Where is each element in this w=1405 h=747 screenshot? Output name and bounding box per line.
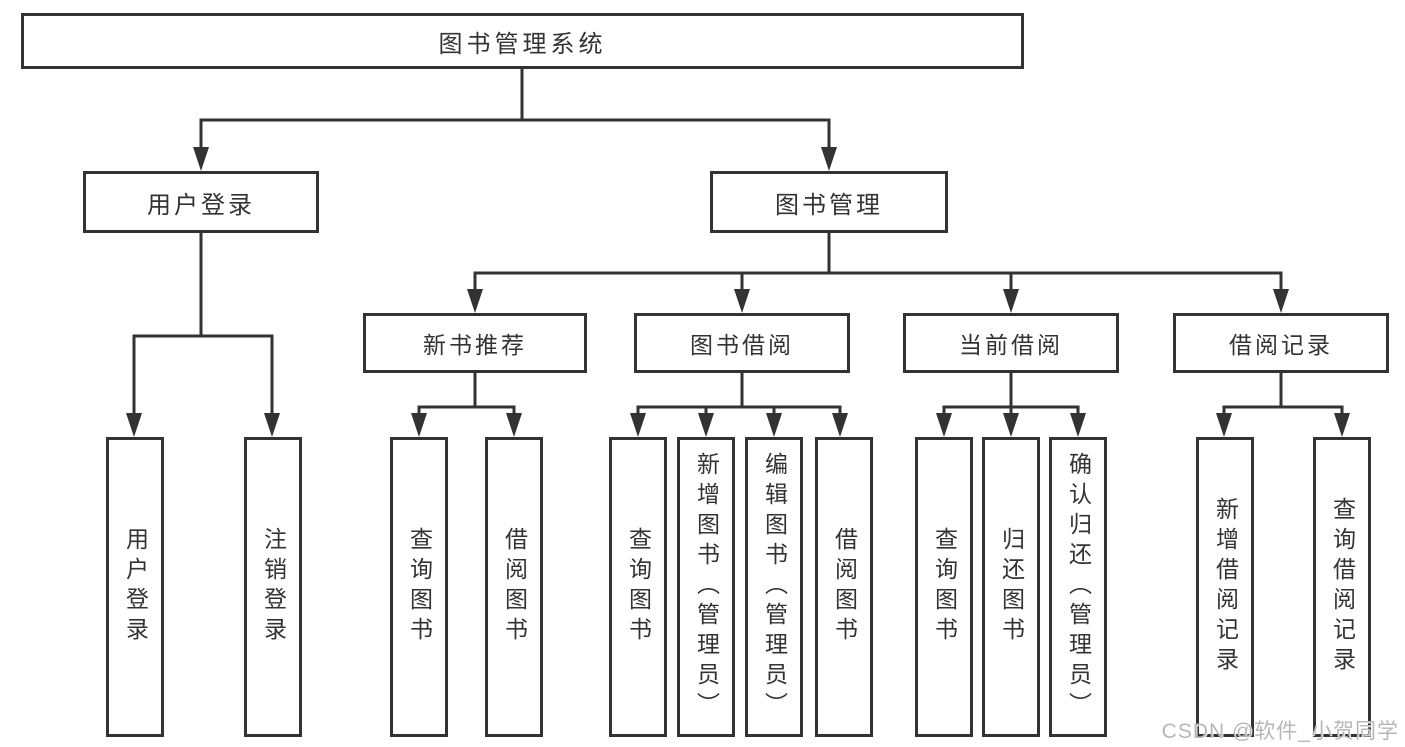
leaf-label: 注销登录 — [260, 527, 287, 647]
node-root-label: 图书管理系统 — [438, 30, 607, 58]
node-borrow-records: 借阅记录 — [1173, 313, 1389, 373]
watermark: CSDN @软件_小贺同学 — [1161, 720, 1399, 743]
node-new-book-recommend-label: 新书推荐 — [423, 332, 527, 358]
leaf-query-books-1: 查询图书 — [390, 437, 448, 737]
leaf-user-login: 用户登录 — [106, 437, 164, 737]
leaf-add-borrow-record: 新增借阅记录 — [1196, 437, 1254, 737]
leaf-logout: 注销登录 — [244, 437, 302, 737]
leaf-label: 归还图书 — [998, 527, 1025, 647]
node-book-management: 图书管理 — [710, 171, 948, 233]
leaf-edit-book-admin: 编辑图书（管理员） — [745, 437, 803, 737]
leaf-label: 借阅图书 — [501, 527, 528, 647]
leaf-label: 用户登录 — [122, 527, 149, 647]
node-new-book-recommend: 新书推荐 — [363, 313, 587, 373]
leaf-label: 确认归还（管理员） — [1065, 452, 1092, 722]
leaf-label: 查询图书 — [931, 527, 958, 647]
leaf-query-books-2: 查询图书 — [609, 437, 667, 737]
leaf-return-book: 归还图书 — [982, 437, 1040, 737]
node-borrow-records-label: 借阅记录 — [1229, 332, 1333, 358]
node-book-borrow: 图书借阅 — [634, 313, 850, 373]
leaf-label: 编辑图书（管理员） — [761, 452, 788, 722]
leaf-add-book-admin: 新增图书（管理员） — [677, 437, 735, 737]
node-root: 图书管理系统 — [21, 13, 1024, 69]
leaf-label: 查询图书 — [406, 527, 433, 647]
leaf-label: 查询借阅记录 — [1329, 497, 1356, 677]
leaf-label: 借阅图书 — [831, 527, 858, 647]
leaf-label: 新增图书（管理员） — [693, 452, 720, 722]
node-book-management-label: 图书管理 — [775, 191, 883, 219]
leaf-label: 查询图书 — [625, 527, 652, 647]
node-current-borrow-label: 当前借阅 — [959, 332, 1063, 358]
node-current-borrow: 当前借阅 — [903, 313, 1119, 373]
leaf-borrow-books-1: 借阅图书 — [485, 437, 543, 737]
leaf-label: 新增借阅记录 — [1212, 497, 1239, 677]
node-user-login-label: 用户登录 — [147, 191, 255, 219]
leaf-borrow-books-2: 借阅图书 — [815, 437, 873, 737]
node-book-borrow-label: 图书借阅 — [690, 332, 794, 358]
node-user-login: 用户登录 — [83, 171, 319, 233]
leaf-query-books-3: 查询图书 — [915, 437, 973, 737]
leaf-confirm-return-admin: 确认归还（管理员） — [1049, 437, 1107, 737]
leaf-query-borrow-record: 查询借阅记录 — [1313, 437, 1371, 737]
